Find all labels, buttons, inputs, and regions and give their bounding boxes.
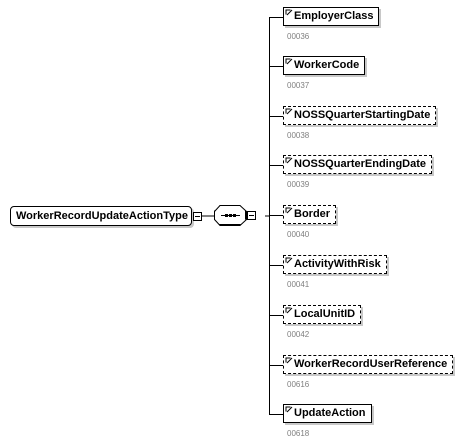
sequence-icon <box>214 205 247 226</box>
element-box-border[interactable]: Border <box>283 205 337 224</box>
element-code: 00040 <box>287 230 310 239</box>
element-code: 00038 <box>287 131 310 140</box>
collapse-root-button[interactable] <box>193 212 202 221</box>
element-name: WorkerRecordUserReference <box>294 358 448 370</box>
element-icon <box>285 257 293 264</box>
element-box-employer-class[interactable]: EmployerClass <box>283 7 380 26</box>
element-icon <box>285 307 293 314</box>
element-code: 00042 <box>287 330 310 339</box>
element-icon <box>285 157 293 164</box>
element-icon <box>285 108 293 115</box>
element-box-activity-with-risk[interactable]: ActivityWithRisk <box>283 255 387 274</box>
element-name: UpdateAction <box>294 407 366 419</box>
element-code: 00036 <box>287 32 310 41</box>
element-icon <box>285 207 293 214</box>
element-icon <box>285 58 293 65</box>
element-icon <box>285 406 293 413</box>
element-code: 00616 <box>287 380 310 389</box>
root-type-box[interactable]: WorkerRecordUpdateActionType <box>10 206 192 226</box>
element-code: 00037 <box>287 81 310 90</box>
element-name: EmployerClass <box>294 10 374 22</box>
element-box-n-o-s-s-quarter-ending-date[interactable]: NOSSQuarterEndingDate <box>283 155 433 174</box>
element-box-local-unit-i-d[interactable]: LocalUnitID <box>283 305 362 324</box>
element-name: LocalUnitID <box>294 308 356 320</box>
element-icon <box>285 9 293 16</box>
element-name: NOSSQuarterStartingDate <box>294 109 431 121</box>
element-name: Border <box>294 208 331 220</box>
element-name: ActivityWithRisk <box>294 258 381 270</box>
element-code: 00039 <box>287 180 310 189</box>
element-box-n-o-s-s-quarter-starting-date[interactable]: NOSSQuarterStartingDate <box>283 106 437 125</box>
element-name: WorkerCode <box>294 59 360 71</box>
root-type-label: WorkerRecordUpdateActionType <box>16 210 188 222</box>
element-name: NOSSQuarterEndingDate <box>294 158 427 170</box>
element-box-update-action[interactable]: UpdateAction <box>283 404 372 423</box>
element-box-worker-record-user-reference[interactable]: WorkerRecordUserReference <box>283 355 454 374</box>
element-code: 00041 <box>287 280 310 289</box>
element-box-worker-code[interactable]: WorkerCode <box>283 56 366 75</box>
element-icon <box>285 357 293 364</box>
element-code: 00618 <box>287 429 310 438</box>
collapse-sequence-button[interactable] <box>247 211 256 220</box>
